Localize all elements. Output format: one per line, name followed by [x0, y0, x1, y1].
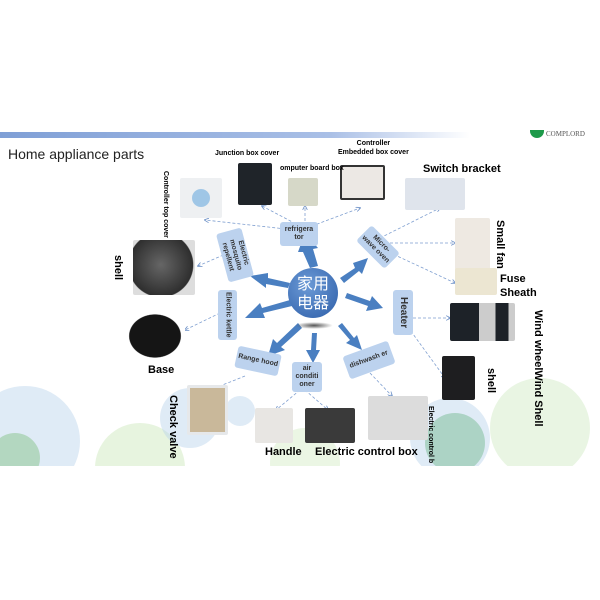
controller-top-cover-image: [180, 178, 222, 218]
electric-control-box-image: [305, 408, 355, 443]
appliance-kettle[interactable]: Electric kettle: [218, 290, 237, 340]
appliance-air-conditioner[interactable]: air conditi oner: [292, 362, 322, 392]
slide: COMPLORD Home appliance parts: [0, 128, 600, 466]
logo: COMPLORD: [530, 130, 585, 138]
label-junction-box-cover: Junction box cover: [215, 150, 280, 157]
label-check-valve: Check valve: [167, 395, 179, 459]
label-switch-bracket: Switch bracket: [423, 163, 501, 175]
label-electric-control-b: Electric control b: [427, 406, 434, 464]
label-handle: Handle: [265, 446, 302, 458]
label-shell-right: shell: [485, 368, 497, 394]
connector-lines: [0, 128, 600, 466]
label-base: Base: [148, 364, 175, 376]
fuse-sheath-image: [455, 268, 497, 295]
header-bar: [0, 132, 470, 138]
appliance-heater[interactable]: Heater: [393, 290, 413, 335]
base-image: [125, 311, 185, 361]
arrows: [245, 233, 383, 363]
handle-image: [255, 408, 293, 443]
logo-icon: [530, 130, 544, 138]
label-computer-board-box: omputer board box: [280, 165, 344, 172]
dishwasher-control-box-image: [368, 396, 428, 440]
label-controller-top-cover: Controller top cover: [162, 171, 169, 238]
shell-left-image: [133, 240, 195, 295]
appliance-refrigerator[interactable]: refrigera tor: [280, 222, 318, 246]
label-shell-left: shell: [112, 255, 124, 281]
junction-box-cover-image: [238, 163, 272, 205]
small-fan-image: [455, 218, 490, 270]
switch-bracket-image: [405, 178, 465, 210]
label-wind-wheel-shell: Wind wheelWind Shell: [532, 310, 544, 427]
center-hub: 家用电器: [288, 268, 338, 318]
computer-board-box-image: [288, 178, 318, 206]
shell-right-image: [442, 356, 475, 400]
label-small-fan: Small fan: [494, 220, 506, 269]
page-title: Home appliance parts: [8, 146, 145, 162]
wind-wheel-image: [450, 303, 515, 341]
controller-embedded-box-image: [340, 165, 385, 200]
label-electric-control-box: Electric control box: [315, 446, 418, 458]
check-valve-image: [187, 385, 228, 435]
